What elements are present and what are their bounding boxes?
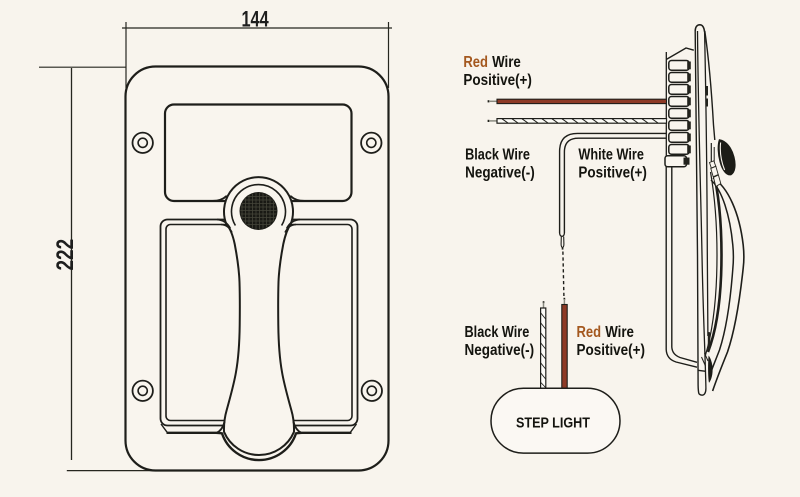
svg-text:STEP LIGHT: STEP LIGHT [516, 414, 590, 431]
svg-text:Black Wire: Black Wire [465, 146, 530, 163]
svg-text:Negative(-): Negative(-) [465, 342, 535, 359]
svg-text:Wire: Wire [605, 324, 634, 341]
svg-text:Red: Red [463, 54, 488, 71]
svg-text:White Wire: White Wire [578, 146, 644, 163]
svg-text:Positive(+): Positive(+) [578, 165, 647, 182]
svg-text:222: 222 [51, 239, 79, 271]
svg-text:144: 144 [242, 7, 269, 32]
svg-text:Negative(-): Negative(-) [465, 165, 535, 182]
svg-text:Positive(+): Positive(+) [463, 72, 532, 89]
svg-text:Wire: Wire [492, 54, 521, 71]
svg-text:Red: Red [577, 324, 602, 341]
svg-text:Black Wire: Black Wire [465, 324, 530, 341]
svg-text:Positive(+): Positive(+) [577, 342, 646, 359]
